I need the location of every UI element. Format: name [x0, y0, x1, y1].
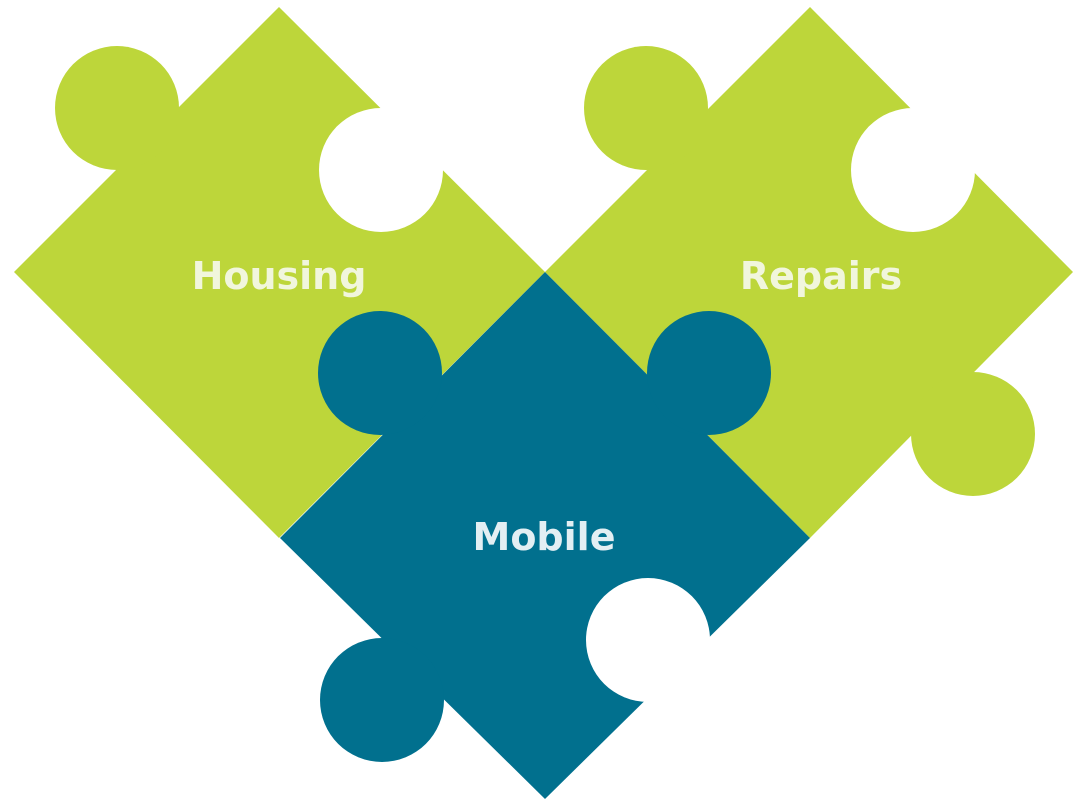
- mobile-notch-bottom-right: [586, 578, 710, 702]
- mobile-label: Mobile: [473, 515, 616, 559]
- repairs-notch-top-right: [851, 108, 975, 232]
- mobile-piece: [280, 272, 810, 799]
- housing-notch-top-right: [319, 108, 443, 232]
- repairs-label: Repairs: [740, 254, 902, 298]
- repairs-piece: [545, 7, 1073, 538]
- housing-tab-top-left: [55, 46, 179, 170]
- repairs-tab-bottom-right: [911, 372, 1035, 496]
- mobile-tab-top-right: [647, 311, 771, 435]
- repairs-tab-top-left: [584, 46, 708, 170]
- mobile-tab-bottom-left: [320, 638, 444, 762]
- housing-label: Housing: [192, 254, 367, 298]
- housing-piece: [14, 7, 545, 538]
- mobile-tab-top-left: [318, 311, 442, 435]
